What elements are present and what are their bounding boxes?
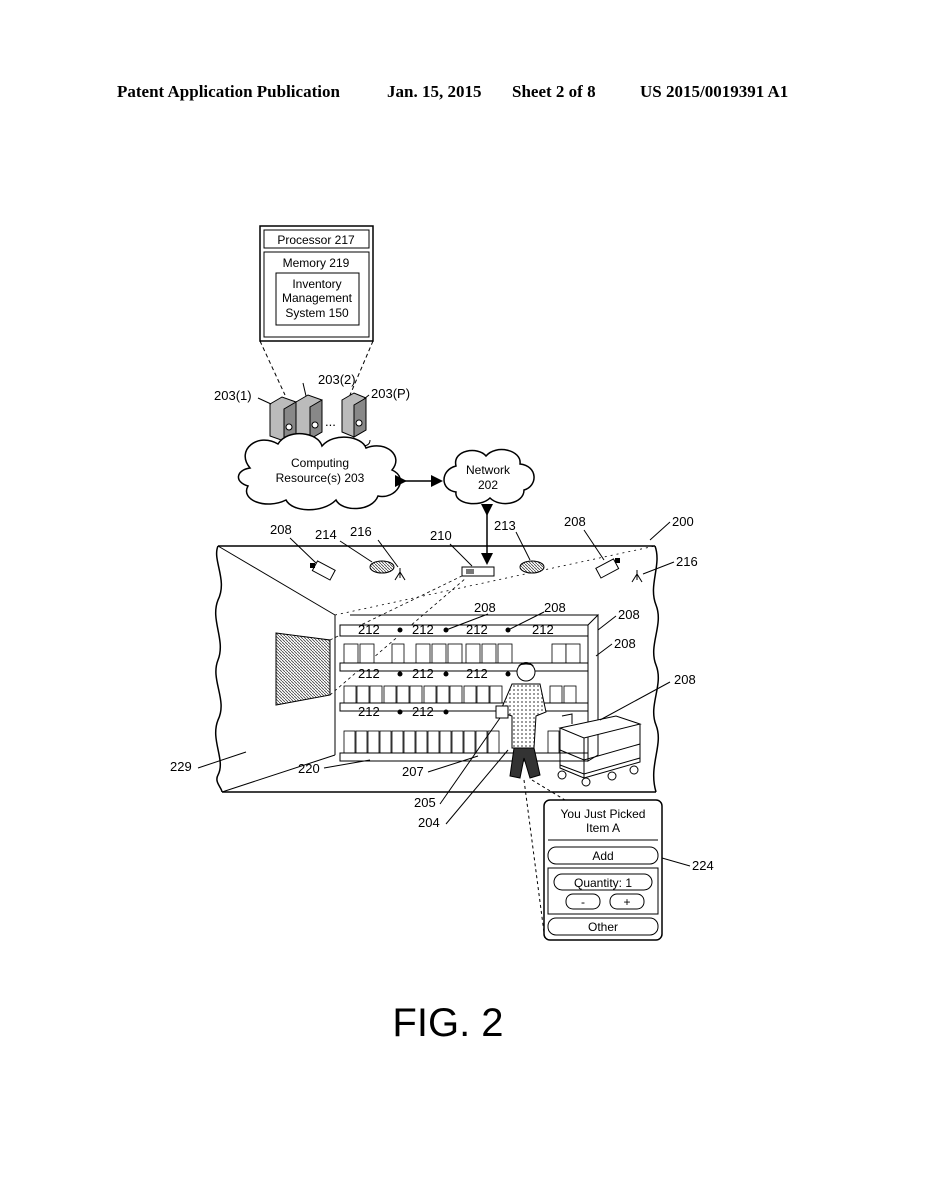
- wall-display: [275, 632, 331, 706]
- ref-212: 212: [412, 622, 434, 637]
- ref-203-p: 203(P): [371, 386, 410, 401]
- plus-label: +: [623, 895, 630, 909]
- ref-212: 212: [358, 622, 380, 637]
- other-button-label: Other: [588, 920, 618, 934]
- add-button[interactable]: Add: [547, 846, 659, 865]
- ref-229: 229: [170, 759, 192, 774]
- ref-200: 200: [672, 514, 694, 529]
- page-header: Patent Application Publication Jan. 15, …: [0, 78, 927, 108]
- decrement-button[interactable]: -: [565, 893, 601, 910]
- ref-205: 205: [414, 795, 436, 810]
- ref-212: 212: [412, 666, 434, 681]
- ref-203-2: 203(2): [318, 372, 356, 387]
- ceiling-light-icon: [519, 560, 545, 574]
- quantity-label: Quantity: 1: [574, 876, 632, 890]
- publication-date: Jan. 15, 2015: [387, 82, 482, 101]
- camera-icon: [310, 560, 336, 581]
- ref-214: 214: [315, 527, 337, 542]
- ref-208: 208: [474, 600, 496, 615]
- ref-208: 208: [618, 607, 640, 622]
- ref-213: 213: [494, 518, 516, 533]
- ref-207: 207: [402, 764, 424, 779]
- server-ellipsis: ...: [325, 414, 336, 429]
- ref-220: 220: [298, 761, 320, 776]
- ims-line-3: System 150: [285, 306, 349, 320]
- quantity-field[interactable]: Quantity: 1: [553, 873, 653, 891]
- camera-icon: [595, 558, 620, 579]
- figure-label: FIG. 2: [392, 1001, 503, 1045]
- ims-line-1: Inventory: [292, 277, 341, 291]
- ref-212: 212: [466, 666, 488, 681]
- cloud-label-1: Computing: [291, 456, 349, 470]
- server-icon: [269, 396, 297, 442]
- ref-216: 216: [350, 524, 372, 539]
- user-figure: [495, 662, 547, 779]
- cart-icon: [557, 713, 642, 787]
- ref-224: 224: [692, 858, 714, 873]
- ref-216: 216: [676, 554, 698, 569]
- antenna-icon: [394, 568, 406, 581]
- device-title-2: Item A: [586, 821, 620, 835]
- ceiling-light-icon: [369, 560, 395, 574]
- ref-212: 212: [532, 622, 554, 637]
- server-icon: [295, 394, 323, 440]
- sheet-number: Sheet 2 of 8: [512, 82, 596, 101]
- device-title-1: You Just Picked: [561, 807, 646, 821]
- ref-208: 208: [614, 636, 636, 651]
- memory-label: Memory 219: [283, 256, 350, 270]
- ref-210: 210: [430, 528, 452, 543]
- add-button-label: Add: [592, 849, 613, 863]
- ref-212: 212: [466, 622, 488, 637]
- network-cloud: [443, 448, 535, 505]
- cloud-label-2: Resource(s) 203: [276, 471, 365, 485]
- ref-208: 208: [544, 600, 566, 615]
- server-icon: [341, 392, 367, 438]
- ref-203-1: 203(1): [214, 388, 252, 403]
- processor-label: Processor 217: [277, 233, 355, 247]
- antenna-icon: [631, 570, 643, 583]
- minus-label: -: [581, 895, 585, 909]
- publication-type: Patent Application Publication: [117, 82, 340, 101]
- ref-208: 208: [270, 522, 292, 537]
- server-detail-box: Processor 217 Memory 219 Inventory Manag…: [259, 225, 374, 342]
- ref-208: 208: [674, 672, 696, 687]
- server-icons: ...: [269, 392, 367, 442]
- ref-212: 212: [358, 666, 380, 681]
- increment-button[interactable]: +: [609, 893, 645, 910]
- ref-208: 208: [564, 514, 586, 529]
- ref-204: 204: [418, 815, 440, 830]
- ref-212: 212: [358, 704, 380, 719]
- network-label-2: 202: [478, 478, 498, 492]
- network-label-1: Network: [466, 463, 511, 477]
- patent-number: US 2015/0019391 A1: [640, 82, 789, 101]
- projector-icon: [461, 566, 495, 577]
- ref-212: 212: [412, 704, 434, 719]
- ims-line-2: Management: [282, 291, 353, 305]
- other-button[interactable]: Other: [547, 917, 659, 936]
